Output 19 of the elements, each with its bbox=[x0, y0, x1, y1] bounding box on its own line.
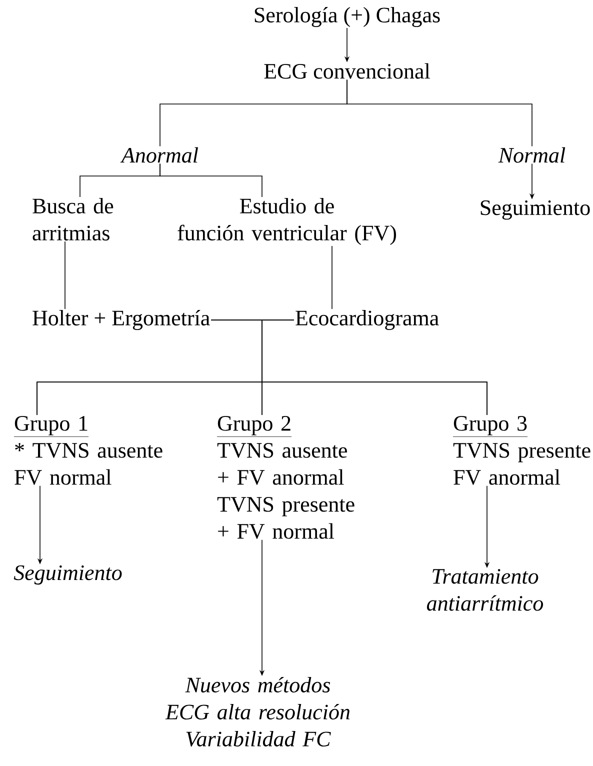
step-text: Ecocardiograma bbox=[296, 310, 439, 330]
group-text: Grupo 2 TVNS ausente + FV anormal TVNS presente + FV normal bbox=[216, 416, 354, 539]
branch-label: Normal bbox=[498, 147, 566, 163]
step-text: ECG convencional bbox=[264, 63, 430, 79]
group-text: Grupo 1 * TVNS ausente FV normal bbox=[14, 416, 162, 485]
step-text: Serología (+) Chagas bbox=[254, 6, 440, 28]
outcome-text: Seguimiento bbox=[14, 565, 122, 585]
connector-line bbox=[64, 241, 66, 310]
group-text: Grupo 3 TVNS presente FV anormal bbox=[452, 416, 590, 485]
step-text: Holter + Ergometría bbox=[32, 310, 210, 330]
outcome-text: Nuevos métodos ECG alta resolución Variabilidad FC bbox=[165, 677, 350, 747]
branch-label: Anormal bbox=[120, 147, 198, 163]
connector-line bbox=[160, 163, 262, 198]
step-text: Estudio de función ventricular (FV) bbox=[178, 198, 396, 245]
connector-line bbox=[262, 320, 488, 416]
outcome-text: Tratamiento antiarrítmico bbox=[427, 569, 544, 611]
step-text: Busca de arritmias bbox=[32, 198, 114, 240]
step-text: Seguimiento bbox=[480, 200, 590, 220]
connector-line bbox=[346, 79, 532, 147]
